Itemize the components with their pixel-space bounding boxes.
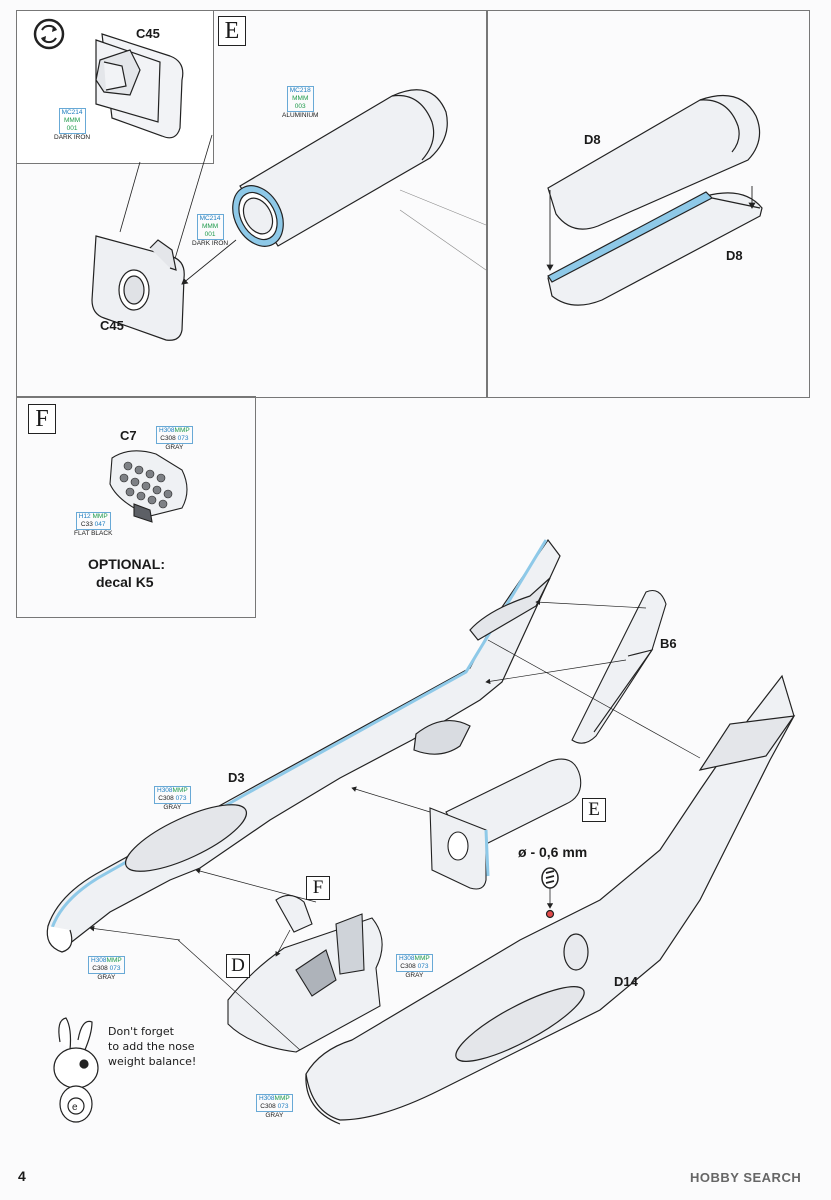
callout-f: F	[306, 876, 330, 900]
callout-e: E	[582, 798, 606, 822]
panel-f	[16, 396, 256, 618]
label-d8-bottom: D8	[726, 248, 743, 263]
drill-icon	[541, 867, 559, 909]
label-d14: D14	[614, 974, 638, 989]
part-d-cockpit	[227, 894, 383, 1053]
part-c7	[109, 450, 188, 523]
label-c45-bottom: C45	[100, 318, 124, 333]
svg-text:e: e	[72, 1102, 78, 1113]
panel-e-right	[486, 10, 810, 398]
drill-size-note: ø - 0,6 mm	[518, 844, 588, 860]
panel-e	[16, 10, 488, 398]
watermark: HOBBY SEARCH	[690, 1170, 802, 1185]
part-d8-top	[547, 94, 761, 230]
optional-note-line1: OPTIONAL:	[88, 556, 165, 572]
mascot-rabbit-illustration: e	[53, 1017, 99, 1123]
panel-f-letter: F	[28, 404, 56, 434]
mascot-note-line1: Don't forget	[108, 1025, 174, 1038]
label-c45-top: C45	[136, 26, 160, 41]
part-d14	[305, 674, 796, 1125]
page-number: 4	[18, 1168, 26, 1184]
part-e-assembly	[429, 758, 582, 890]
part-exhaust-tube	[232, 89, 448, 247]
part-c45-top	[95, 33, 184, 139]
callout-d: D	[226, 954, 250, 978]
part-c45-bottom	[91, 235, 185, 341]
optional-note-line2: decal K5	[96, 574, 154, 590]
label-b6: B6	[660, 636, 677, 651]
part-b6	[571, 589, 667, 744]
mascot-note-line2: to add the nose	[108, 1040, 195, 1053]
label-c7: C7	[120, 428, 137, 443]
rotate-icon	[33, 18, 65, 50]
panel-e-letter: E	[218, 16, 246, 46]
part-d3	[46, 538, 561, 953]
label-d3: D3	[228, 770, 245, 785]
label-d8-top: D8	[584, 132, 601, 147]
mascot-note-line3: weight balance!	[108, 1055, 197, 1068]
mascot-speech-note: Don't forget to add the nose weight bala…	[108, 1024, 196, 1069]
